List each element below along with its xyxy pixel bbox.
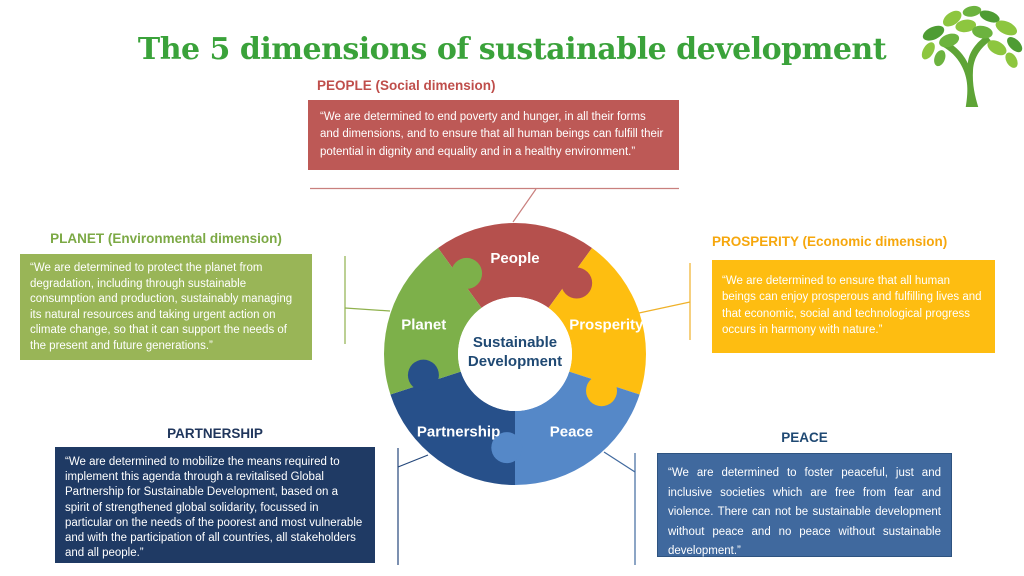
puzzle-knob-peace: [491, 432, 523, 464]
peace-heading: PEACE: [781, 430, 828, 445]
people-callout-diagonal: [512, 188, 537, 223]
wheel-label-planet: Planet: [401, 316, 446, 333]
wheel-label-peace: Peace: [550, 424, 593, 441]
prosperity-heading: PROSPERITY (Economic dimension): [712, 234, 948, 249]
puzzle-knob-partnership: [407, 359, 439, 391]
wheel-segment-people: [438, 223, 592, 308]
people-heading: PEOPLE (Social dimension): [317, 78, 496, 93]
wheel-segment-partnership: [390, 371, 515, 485]
wheel-center-circle: [458, 297, 572, 411]
tree-leaves: [921, 5, 1023, 68]
prosperity-quote-box: “We are determined to ensure that all hu…: [712, 260, 995, 353]
wheel-label-partnership: Partnership: [417, 424, 500, 441]
puzzle-knob-planet: [451, 257, 483, 289]
puzzle-knob-people: [561, 267, 593, 299]
prosperity-callout-diagonal: [638, 301, 691, 314]
wheel-label-prosperity: Prosperity: [569, 316, 644, 333]
partnership-heading: PARTNERSHIP: [167, 426, 263, 441]
partnership-quote-box: “We are determined to mobilize the means…: [55, 447, 375, 563]
page-title: The 5 dimensions of sustainable developm…: [137, 32, 887, 68]
people-quote-box: “We are determined to end poverty and hu…: [308, 100, 679, 170]
puzzle-knob-prosperity: [586, 375, 618, 407]
peace-quote-box: “We are determined to foster peaceful, j…: [657, 453, 952, 557]
planet-heading: PLANET (Environmental dimension): [50, 231, 282, 246]
tree-logo-icon: [921, 5, 1023, 107]
wheel-label-people: People: [490, 250, 539, 267]
planet-quote-box: “We are determined to protect the planet…: [20, 254, 312, 360]
